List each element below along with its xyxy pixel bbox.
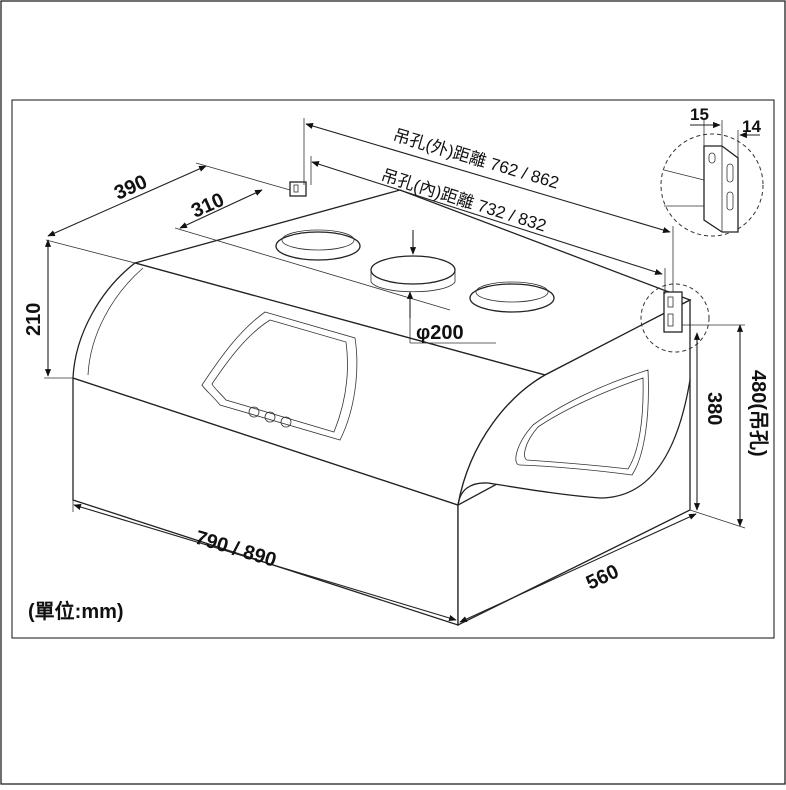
- dim-label-390: 390: [111, 171, 150, 205]
- bracket-detail-circle: [640, 283, 710, 353]
- unit-label: (單位:mm): [28, 599, 124, 623]
- ext-bottom: [689, 509, 746, 529]
- drawing-frame: [11, 99, 775, 639]
- duct-hole-center: [370, 255, 456, 285]
- ext-390-a: [45, 239, 136, 264]
- dim-line-560: [459, 513, 697, 623]
- dim-label-15: 15: [690, 105, 709, 124]
- duct-hole-right-inner: [475, 281, 549, 303]
- dim-label-380: 380: [703, 392, 725, 425]
- control-button-3: [280, 416, 292, 428]
- side-window: [515, 369, 649, 476]
- bracket-detail: 15 14: [660, 105, 764, 237]
- dim-label-duct-diameter: φ200: [416, 322, 464, 344]
- control-button-2: [264, 411, 276, 423]
- duct-hole-right: [469, 283, 555, 313]
- bracket-right-slot-2: [667, 313, 674, 327]
- detail-hole-1: [708, 152, 716, 164]
- dim-label-560: 560: [583, 560, 623, 594]
- dim-line-390: [47, 165, 207, 237]
- dim-label-480: 480(吊孔): [747, 370, 770, 457]
- dim-line-790: [73, 504, 457, 621]
- control-button-1: [248, 406, 260, 418]
- control-panel-inner: [211, 319, 348, 433]
- bracket-left-slot: [293, 184, 299, 193]
- dim-line-310: [179, 189, 263, 229]
- detail-slot-2: [726, 191, 734, 211]
- canopy-crease: [87, 267, 144, 376]
- dim-label-310: 310: [188, 189, 227, 223]
- control-panel: [201, 311, 358, 441]
- dim-line-inner-hole: [311, 161, 663, 275]
- dim-label-210: 210: [23, 303, 45, 336]
- detail-slot-1: [726, 163, 734, 183]
- bracket-right-slot-1: [667, 296, 674, 308]
- canopy-side: [457, 298, 691, 506]
- range-hood-body: [72, 181, 710, 627]
- dim-label-14: 14: [742, 117, 761, 136]
- ext-390-b: [195, 162, 291, 191]
- side-window-inner: [524, 377, 644, 470]
- dimension-lines: [44, 118, 746, 623]
